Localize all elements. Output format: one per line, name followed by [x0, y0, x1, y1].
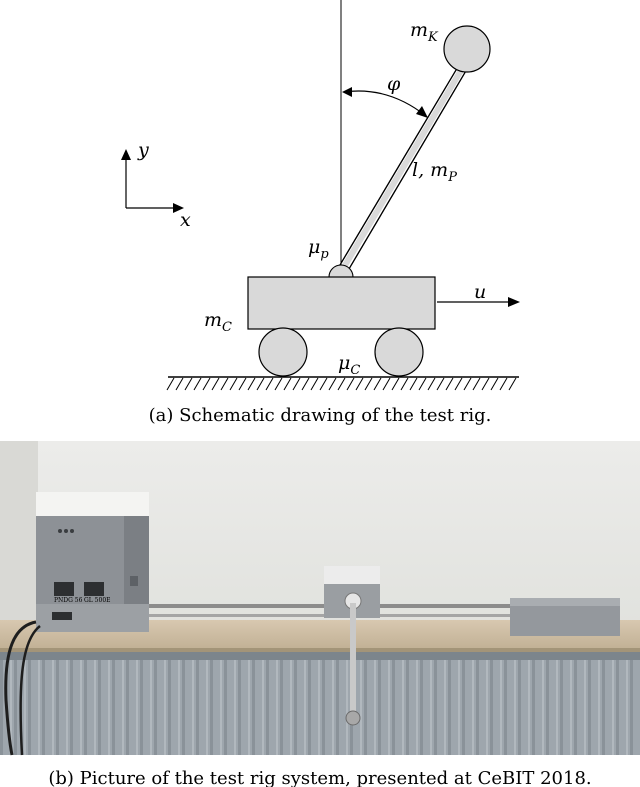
axis-y-arrowhead	[121, 149, 131, 160]
axis-x-arrowhead	[173, 203, 184, 213]
pendulum-mass	[443, 25, 491, 73]
cart-top	[324, 566, 380, 586]
caption-a: (a) Schematic drawing of the test rig.	[149, 405, 492, 426]
pendulum-rod	[336, 59, 471, 275]
photo-wall-left	[0, 441, 38, 627]
panel-label-left: PNDG 56	[54, 597, 83, 604]
label-l-mP: l, mP	[412, 159, 457, 185]
ground-hatching	[166, 377, 517, 391]
label-u: u	[474, 281, 486, 303]
label-mu-p: μp	[308, 236, 329, 262]
test-rig-photo: PNDG 56 GL 500E (b) Picture of the test …	[0, 441, 640, 787]
angle-arc	[343, 90, 427, 117]
pendulum-rod-photo	[350, 603, 356, 715]
cart-wheel-left	[258, 327, 308, 377]
force-arrowhead	[508, 297, 520, 307]
panel-label-right: GL 500E	[84, 597, 111, 604]
pivot-joint	[328, 264, 354, 278]
caption-b: (b) Picture of the test rig system, pres…	[48, 768, 591, 787]
pendulum-ball-photo	[345, 710, 361, 726]
label-x: x	[180, 209, 191, 231]
schematic-drawing: mK φ l, mP μp mC μC u y x (a) Schematic …	[121, 0, 520, 426]
label-mC: mC	[204, 309, 232, 335]
shutter-cabinet	[0, 652, 640, 755]
label-mK: mK	[410, 19, 439, 45]
cart-body	[247, 276, 436, 330]
cart-wheel-right	[374, 327, 424, 377]
label-phi: φ	[387, 73, 401, 95]
power-cable	[4, 620, 37, 756]
angle-arrow-left	[342, 87, 352, 97]
control-unit-top	[36, 492, 149, 518]
label-y: y	[137, 139, 149, 161]
angle-arrow-right	[416, 106, 428, 118]
label-mu-C: μC	[338, 352, 360, 378]
